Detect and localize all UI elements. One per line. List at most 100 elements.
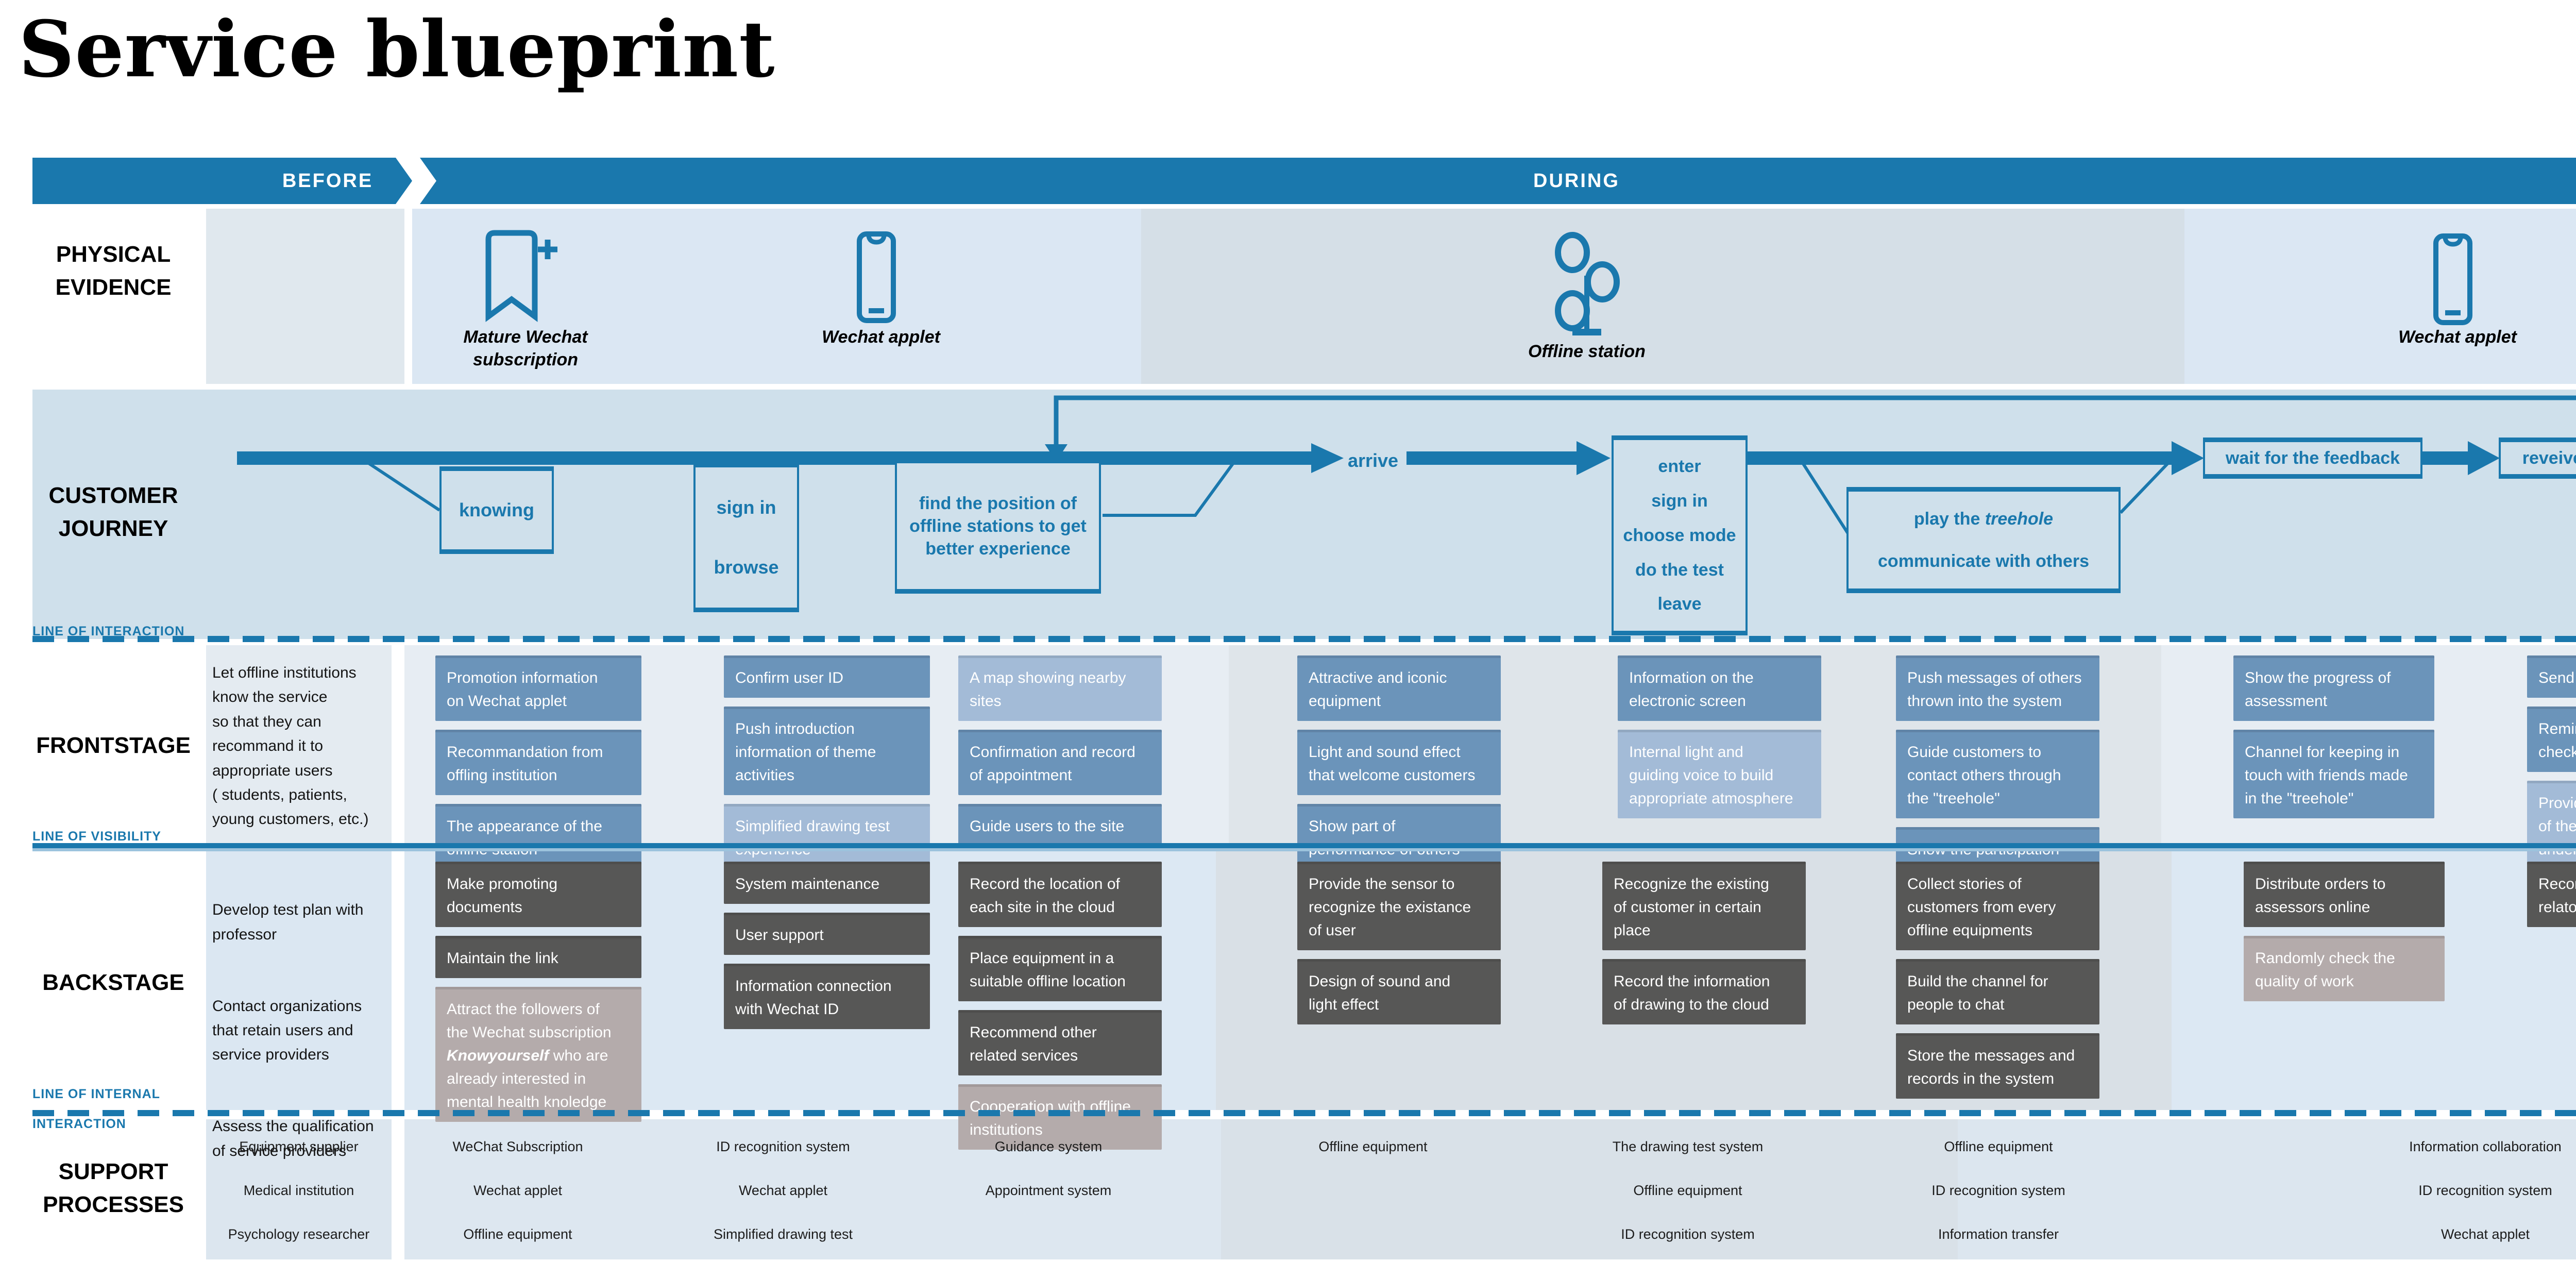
support-item: Simplified drawing test <box>713 1226 853 1242</box>
frontstage-band-desc <box>206 645 392 844</box>
backstage-box: Store the messages and records in the sy… <box>1896 1033 2099 1099</box>
frontstage-column-3: A map showing nearby sites Confirmation … <box>958 655 1162 846</box>
support-item: Offline equipment <box>1944 1138 2053 1154</box>
support-item: Appointment system <box>985 1182 1112 1198</box>
row-label-support: SUPPORT PROCESSES <box>43 1159 184 1217</box>
phase-label-during: DURING <box>1533 170 1620 192</box>
frontstage-box: A map showing nearby sites <box>958 655 1162 721</box>
pe-label-subscription: Mature Wechat subscription <box>463 327 588 370</box>
journey-step-arrive: arrive <box>1347 450 1399 471</box>
frontstage-box: Attractive and iconic equipment <box>1297 655 1501 721</box>
frontstage-box: Show the progress of assessment <box>2233 655 2434 721</box>
journey-step-wait-feedback: wait for the feedback <box>2203 438 2422 479</box>
frontstage-box: Provide information of the assessor to h… <box>2527 781 2576 869</box>
row-label-physical-evidence: PHYSICAL EVIDENCE <box>55 242 172 300</box>
frontstage-box: Guide customers to contact others throug… <box>1896 730 2099 818</box>
support-item: Wechat applet <box>473 1182 563 1198</box>
frontstage-box: Simplified drawing test experience <box>724 804 930 869</box>
support-item: ID recognition system <box>716 1138 850 1154</box>
backstage-box: Build the channel for people to chat <box>1896 959 2099 1024</box>
journey-step-receive-feedback: reveive the feedback <box>2499 438 2576 479</box>
journey-main-line <box>237 441 2500 475</box>
backstage-box: Place equipment in a suitable offline lo… <box>958 936 1162 1001</box>
journey-step-label: browse <box>714 556 779 578</box>
backstage-band-desc <box>206 851 392 1110</box>
frontstage-box: Internal light and guiding voice to buil… <box>1618 730 1821 818</box>
attract-post: who are already interested in mental hea… <box>447 1047 608 1111</box>
frontstage-box: Promotion information on Wechat applet <box>435 655 641 721</box>
backstage-description-item: Develop test plan with professor <box>212 901 364 943</box>
wechat-subscription-icon <box>485 230 557 322</box>
support-item: ID recognition system <box>2418 1182 2552 1198</box>
frontstage-column-4: Attractive and iconic equipment Light an… <box>1297 655 1501 869</box>
support-item: WeChat Subscription <box>452 1138 583 1154</box>
frontstage-box: Send the report <box>2527 655 2576 698</box>
backstage-box-attract: Attract the followers of the Wechat subs… <box>435 987 641 1122</box>
backstage-column-3: Record the location of each site in the … <box>958 862 1162 1150</box>
journey-step-label: find the position of offline stations to… <box>909 493 1087 559</box>
backstage-box: User support <box>724 913 930 955</box>
journey-loop-arrowhead <box>1045 444 1067 462</box>
backstage-column-4: Provide the sensor to recognize the exis… <box>1297 862 1501 1024</box>
line-of-interaction <box>32 636 2576 642</box>
phase-segment-during <box>420 158 2576 204</box>
frontstage-column-5: Information on the electronic screen Int… <box>1618 655 1821 818</box>
support-column-3: Guidance system Appointment system <box>940 1125 1157 1213</box>
pe-band-during-mid <box>1141 209 2184 384</box>
support-item: ID recognition system <box>1621 1226 1755 1242</box>
backstage-column-2: System maintenance User support Informat… <box>724 862 930 1029</box>
backstage-description-item: Contact organizations that retain users … <box>212 997 362 1064</box>
frontstage-column-8: Send the report Remind customer to check… <box>2527 655 2576 869</box>
pe-band-during-right <box>2184 209 2576 384</box>
frontstage-column-6: Push messages of others thrown into the … <box>1896 655 2099 869</box>
page-title: Service blueprint <box>19 4 775 95</box>
journey-step-sign-in-browse: sign in browse <box>693 463 799 612</box>
backstage-box: Design of sound and light effect <box>1297 959 1501 1024</box>
frontstage-box: Remind customer to check the report <box>2527 707 2576 772</box>
backstage-box: Collect stories of customers from every … <box>1896 862 2099 950</box>
support-item: Offline equipment <box>463 1226 572 1242</box>
play-italic: treehole <box>1985 509 2054 529</box>
journey-step-label: enter <box>1658 457 1701 477</box>
frontstage-description: Let offline institutions know the servic… <box>212 664 369 828</box>
journey-step-label: do the test <box>1635 560 1724 580</box>
backstage-box: Recommend other related services <box>958 1010 1162 1075</box>
journey-step-label: choose mode <box>1623 525 1736 545</box>
frontstage-box: Recommandation from offling institution <box>435 730 641 795</box>
support-item: Medical institution <box>243 1182 354 1198</box>
line-of-internal-interaction-label: LINE OF INTERNAL INTERACTION <box>32 1087 160 1131</box>
line-of-interaction-label: LINE OF INTERACTION <box>32 624 185 638</box>
line-of-visibility <box>32 843 2576 851</box>
support-item: Guidance system <box>994 1138 1103 1154</box>
pe-label-applet-1: Wechat applet <box>822 327 940 347</box>
support-item: The drawing test system <box>1612 1138 1764 1154</box>
backstage-column-7: Distribute orders to assessors online Ra… <box>2244 862 2445 1001</box>
journey-step-play-treehole: play the treehole communicate with other… <box>1846 487 2121 593</box>
support-item: Wechat applet <box>2441 1226 2530 1242</box>
row-label-customer-journey: CUSTOMER JOURNEY <box>48 483 178 541</box>
backstage-box: Maintain the link <box>435 936 641 978</box>
phase-label-before: BEFORE <box>282 170 374 192</box>
support-band-c <box>1958 1119 2576 1259</box>
backstage-column-5: Recognize the existing of customer in ce… <box>1602 862 1806 1024</box>
journey-step-label: leave <box>1657 594 1702 614</box>
support-column-4: Offline equipment <box>1265 1125 1481 1169</box>
phase-segment-before <box>32 158 412 204</box>
backstage-column-1: Make promoting documents Maintain the li… <box>435 862 641 1122</box>
frontstage-box: The appearance of the offline station <box>435 804 641 869</box>
journey-connector-lines <box>362 395 2576 537</box>
play-pre: play the <box>1913 509 1985 529</box>
row-label-frontstage: FRONTSTAGE <box>36 733 191 758</box>
journey-step-label: communicate with others <box>1878 551 2089 571</box>
pe-band-before-left <box>206 209 404 384</box>
smartphone-icon <box>857 231 896 323</box>
frontstage-column-1: Promotion information on Wechat applet R… <box>435 655 641 869</box>
support-item: ID recognition system <box>1931 1182 2065 1198</box>
support-band-b <box>1221 1119 1958 1259</box>
offline-station-icon <box>1555 232 1620 335</box>
frontstage-column-2: Confirm user ID Push introduction inform… <box>724 655 930 869</box>
frontstage-box: Push introduction information of theme a… <box>724 707 930 795</box>
support-item: Equipment supplier <box>239 1138 359 1154</box>
